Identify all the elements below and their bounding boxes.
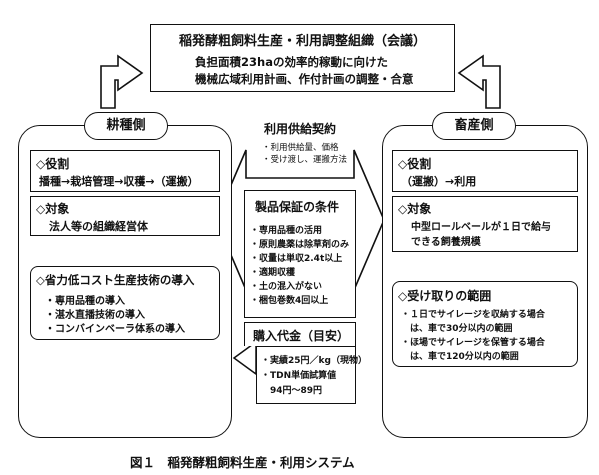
coordination-organization-box: 稲発酵粗飼料生産・利用調整組織（会議） 負担面積23haの効率的稼動に向けた 機… — [150, 24, 455, 92]
crop-side-label: 耕種側 — [84, 112, 168, 140]
price-left-arrow — [232, 340, 257, 376]
crop-tech-title: ◇省力低コスト生産技術の導入 — [36, 273, 195, 287]
crop-target-box: ◇対象 法人等の組織経営体 — [30, 196, 220, 236]
contract-item-2: ・受け渡し、運搬方法 — [262, 155, 348, 165]
right-elbow-arrow — [457, 54, 501, 109]
livestock-range-title: ◇受け取りの範囲 — [398, 289, 492, 303]
contract-title: 利用供給契約 — [264, 122, 337, 136]
quality-conditions-box: 製品保証の条件 ・専用品種の活用 ・原則農薬は除草剤のみ ・収量は単収2.4t以… — [244, 190, 356, 318]
livestock-role-box: ◇役割 （運搬）→利用 — [392, 150, 578, 192]
price-title: 購入代金（目安） — [253, 329, 350, 343]
livestock-target-line-1: 中型ロールベールが１日で給与 — [411, 222, 551, 233]
crop-role-text: 播種→栽培管理→収穫→（運搬） — [39, 175, 199, 188]
quality-item-4: ・適期収穫 — [250, 268, 296, 278]
price-item-2: ・TDN単価試算値 — [261, 371, 337, 381]
organization-line2: 機械広域利用計画、作付計画の調整・合意 — [195, 72, 414, 86]
price-title-box: 購入代金（目安） — [244, 322, 356, 346]
livestock-role-text: （運搬）→利用 — [401, 175, 477, 188]
livestock-side-label: 畜産側 — [432, 112, 516, 140]
livestock-target-title: ◇対象 — [398, 202, 432, 216]
livestock-range-line-1: ・１日でサイレージを収納する場合 — [401, 310, 545, 320]
price-item-1: ・実績25円／kg（現物） — [261, 356, 367, 366]
left-elbow-arrow — [100, 54, 144, 109]
crop-role-box: ◇役割 播種→栽培管理→収穫→（運搬） — [30, 150, 220, 192]
livestock-range-line-3: ・ほ場でサイレージを保管する場合 — [401, 338, 545, 348]
livestock-target-box: ◇対象 中型ロールベールが１日で給与 できる飼養規模 — [392, 196, 578, 252]
livestock-range-box: ◇受け取りの範囲 ・１日でサイレージを収納する場合 は、車で30分以内の範囲 ・… — [392, 281, 578, 367]
livestock-range-line-4: は、車で120分以内の範囲 — [401, 352, 519, 362]
livestock-target-line-2: できる飼養規模 — [411, 237, 481, 248]
quality-title: 製品保証の条件 — [255, 200, 340, 214]
contract-item-1: ・利用供給量、価格 — [262, 143, 339, 153]
price-details-box: ・実績25円／kg（現物） ・TDN単価試算値 94円～89円 — [256, 346, 367, 404]
quality-item-6: ・梱包巻数4回以上 — [250, 296, 329, 306]
livestock-range-line-2: は、車で30分以内の範囲 — [401, 324, 513, 334]
crop-tech-item-2: ・湛水直播技術の導入 — [45, 310, 145, 321]
organization-title: 稲発酵粗飼料生産・利用調整組織（会議） — [178, 34, 426, 49]
quality-item-5: ・土の混入がない — [250, 282, 323, 292]
price-item-3: 94円～89円 — [261, 386, 323, 396]
quality-item-1: ・専用品種の活用 — [250, 226, 323, 236]
crop-target-text: 法人等の組織経営体 — [49, 220, 148, 233]
quality-item-3: ・収量は単収2.4t以上 — [250, 254, 343, 264]
crop-tech-item-1: ・専用品種の導入 — [45, 296, 125, 307]
crop-role-title: ◇役割 — [36, 157, 70, 171]
figure-caption: 図１ 稲発酵粗飼料生産・利用システム — [130, 455, 355, 470]
organization-line1: 負担面積23haの効率的稼動に向けた — [195, 55, 388, 69]
crop-tech-item-3: ・コンバインベーラ体系の導入 — [45, 324, 185, 335]
crop-target-title: ◇対象 — [36, 202, 70, 216]
quality-item-2: ・原則農薬は除草剤のみ — [250, 240, 350, 250]
livestock-role-title: ◇役割 — [398, 157, 432, 171]
crop-tech-box: ◇省力低コスト生産技術の導入 ・専用品種の導入 ・湛水直播技術の導入 ・コンバイ… — [30, 266, 220, 340]
